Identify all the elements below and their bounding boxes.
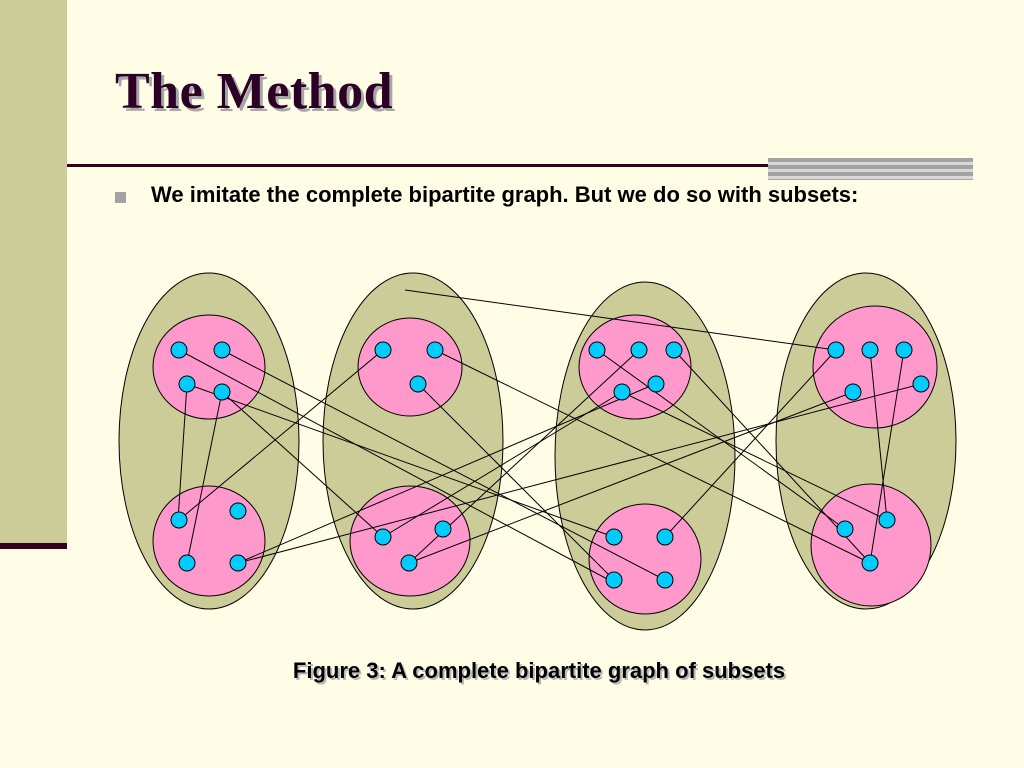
- nodes: [170, 341, 930, 589]
- node: [656, 571, 674, 589]
- node: [213, 341, 231, 359]
- node: [434, 520, 452, 538]
- bullet-item: We imitate the complete bipartite graph.…: [115, 182, 895, 208]
- node: [895, 341, 913, 359]
- node: [605, 571, 623, 589]
- node: [229, 554, 247, 572]
- node: [827, 341, 845, 359]
- subset-3-top: [578, 314, 692, 420]
- node: [912, 375, 930, 393]
- node: [836, 520, 854, 538]
- bullet-text: We imitate the complete bipartite graph.…: [151, 182, 859, 207]
- node: [605, 528, 623, 546]
- subset-4-top: [812, 305, 938, 429]
- node: [374, 341, 392, 359]
- node: [878, 511, 896, 529]
- node: [178, 375, 196, 393]
- node: [656, 528, 674, 546]
- node: [409, 375, 427, 393]
- node: [861, 341, 879, 359]
- node: [229, 502, 247, 520]
- figure-caption: Figure 3: A complete bipartite graph of …: [292, 658, 786, 683]
- subset-1-top: [152, 314, 266, 420]
- node: [665, 341, 683, 359]
- subset-2-bottom: [349, 485, 471, 597]
- node: [178, 554, 196, 572]
- node: [588, 341, 606, 359]
- node: [861, 554, 879, 572]
- side-bar-rule: [0, 543, 67, 549]
- slide-side-bar: [0, 0, 67, 546]
- title-divider-accent: [768, 158, 973, 180]
- bullet-square-icon: [115, 192, 126, 203]
- subset-1-bottom: [152, 485, 266, 597]
- node: [213, 383, 231, 401]
- node: [170, 341, 188, 359]
- slide-title: The Method: [115, 63, 393, 120]
- title-divider: [67, 164, 973, 167]
- node: [647, 375, 665, 393]
- edges: [177, 289, 922, 581]
- node: [170, 511, 188, 529]
- subset-4-bottom: [810, 483, 932, 607]
- node: [374, 528, 392, 546]
- subset-3-bottom: [588, 503, 702, 615]
- node: [844, 383, 862, 401]
- subset-2-top: [357, 317, 463, 417]
- node: [613, 383, 631, 401]
- node: [426, 341, 444, 359]
- node: [630, 341, 648, 359]
- node: [400, 554, 418, 572]
